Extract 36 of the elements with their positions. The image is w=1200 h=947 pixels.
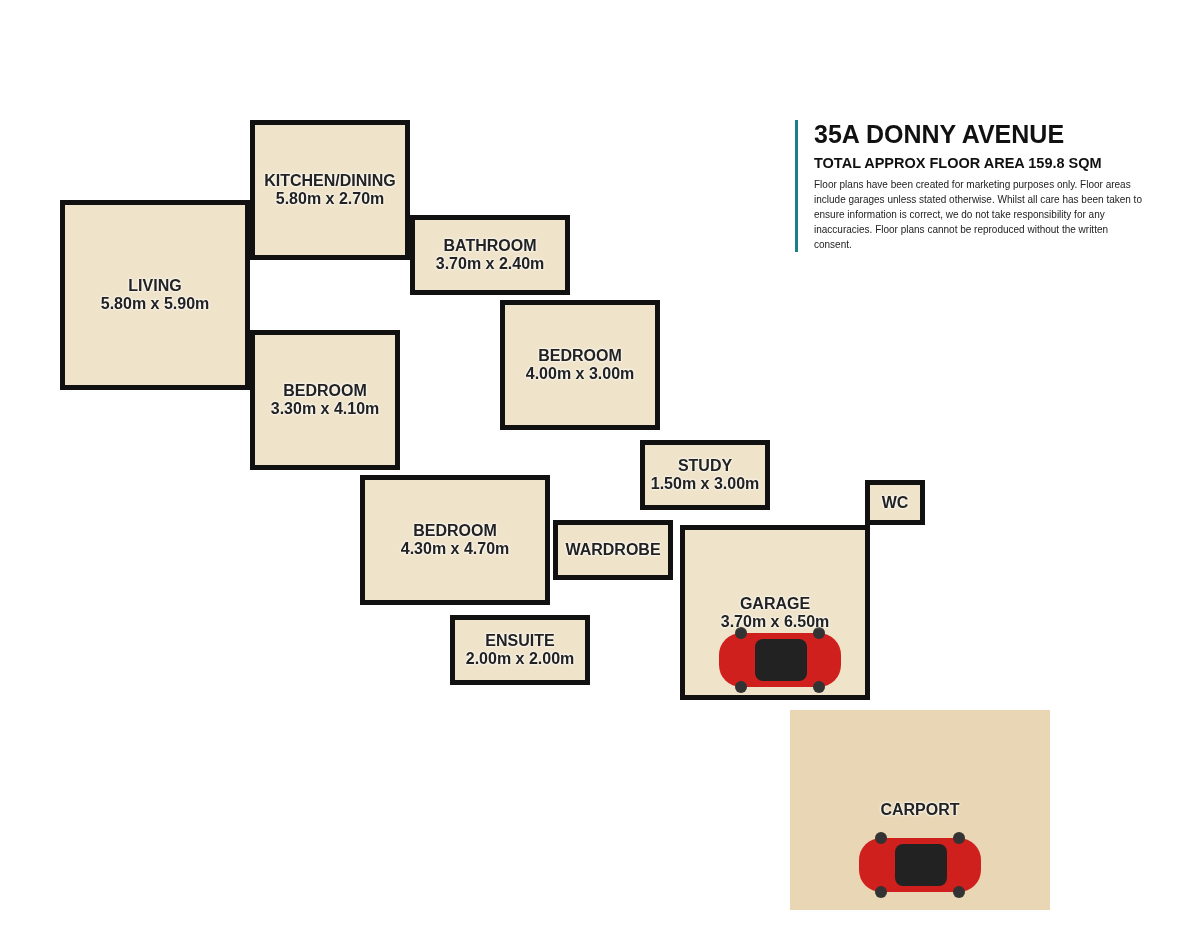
room-name: KITCHEN/DINING [264, 172, 396, 190]
room-name: BEDROOM [283, 382, 367, 400]
room-name: BATHROOM [443, 237, 537, 255]
room-name: LIVING [128, 277, 182, 295]
room-dimensions: 1.50m x 3.00m [650, 475, 760, 493]
room [500, 300, 660, 430]
room-dimensions: 3.70m x 6.50m [720, 612, 830, 631]
room [60, 200, 250, 390]
room-name: ENSUITE [485, 632, 555, 650]
floor-area-heading: TOTAL APPROX FLOOR AREA 159.8 SQM [814, 155, 1103, 171]
room-name: WARDROBE [565, 541, 661, 559]
room-name: WC [881, 493, 909, 512]
room-dimensions: 5.80m x 5.90m [100, 295, 210, 313]
room-dimensions: 5.80m x 2.70m [275, 190, 385, 208]
room-name: BEDROOM [413, 522, 497, 540]
carport-area [790, 710, 1050, 910]
room [250, 330, 400, 470]
room-dimensions: 4.00m x 3.00m [525, 365, 635, 383]
room-dimensions: 3.70m x 2.40m [435, 255, 545, 273]
room [360, 475, 550, 605]
room-dimensions: 3.30m x 4.10m [270, 400, 380, 418]
disclaimer-text: Floor plans have been created for marketing purposes only. Floor areas include garages unless stated otherwise. Whilst all care has been taken to ensure information is correct, we do not take responsibility for any inaccuracies. Floor plans cannot be reproduced without the written consent. [814, 178, 1143, 252]
room-name: BEDROOM [538, 347, 622, 365]
garage-room [680, 525, 870, 700]
room-dimensions: 4.30m x 4.70m [400, 540, 510, 558]
room-name: STUDY [677, 457, 733, 475]
room-dimensions: 2.00m x 2.00m [465, 650, 575, 668]
room [553, 520, 673, 580]
property-title: 35A DONNY AVENUE [814, 120, 1066, 149]
room [450, 615, 590, 685]
room-name: GARAGE [739, 594, 811, 613]
room [865, 480, 925, 525]
room-name: CARPORT [880, 801, 960, 819]
room [640, 440, 770, 510]
room [410, 215, 570, 295]
room [250, 120, 410, 260]
